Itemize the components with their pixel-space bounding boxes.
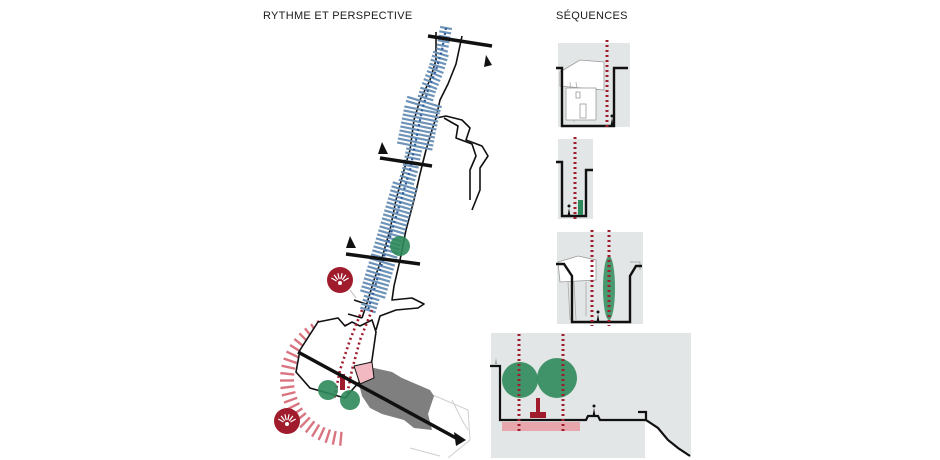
blue-dotted-axis	[366, 27, 448, 311]
street-outline	[347, 32, 489, 331]
hatch-stroke	[398, 133, 435, 143]
hatch-stroke	[398, 178, 415, 186]
hatch-stroke	[360, 306, 376, 314]
hatch-stroke	[280, 415, 286, 422]
hatch-stroke	[331, 277, 337, 282]
hatch-stroke	[437, 39, 450, 44]
plaza-outline	[295, 317, 377, 399]
hatch-stroke	[397, 137, 434, 147]
eye-viewpoint-icon	[327, 267, 357, 299]
person-silhouette-icon	[596, 310, 600, 322]
hatch-stroke	[361, 285, 387, 295]
hatch-stroke	[406, 95, 442, 109]
hatch-stroke	[402, 113, 439, 123]
hatch-stroke	[281, 390, 296, 397]
hatch-stroke	[280, 371, 295, 376]
hatch-stroke	[392, 181, 418, 191]
hatch-stroke	[284, 414, 287, 421]
person-silhouette-icon	[567, 204, 571, 216]
hatch-stroke	[283, 357, 298, 365]
hatch-stroke	[420, 86, 436, 94]
hatch-stroke	[404, 155, 421, 161]
hatch-stroke	[403, 109, 440, 119]
hatch-stroke	[337, 273, 340, 280]
red-dotted-axis	[332, 309, 374, 401]
hatch-stroke	[283, 396, 298, 404]
tree-icon	[390, 236, 410, 256]
hatch-stroke	[281, 364, 296, 370]
tree-icon	[578, 200, 583, 215]
person-silhouette-icon	[610, 114, 614, 126]
hatch-stroke	[385, 205, 411, 215]
tree-icon	[603, 256, 615, 320]
hatch-stroke	[290, 418, 296, 423]
section-sequence-2	[556, 137, 593, 220]
hatch-stroke	[362, 281, 388, 291]
sections-heading: SÉQUENCES	[556, 10, 628, 22]
hatch-stroke	[341, 274, 347, 281]
hatch-stroke	[361, 302, 378, 310]
hatch-stroke	[417, 94, 434, 102]
hatch-stroke	[333, 274, 339, 281]
red-marker	[536, 398, 540, 416]
hatch-stroke	[310, 423, 321, 438]
hatch-stroke	[418, 90, 435, 98]
hatch-stroke	[278, 418, 284, 423]
hatch-stroke	[331, 430, 337, 445]
hatch-stroke	[384, 209, 410, 219]
hatch-stroke	[426, 70, 443, 78]
hatch-stroke	[402, 163, 419, 169]
hatch-stroke	[386, 201, 412, 211]
hatch-stroke	[429, 62, 446, 70]
tree-icon	[537, 358, 577, 398]
hatch-stroke	[364, 273, 391, 283]
section-sequence-3	[556, 230, 643, 326]
hatch-stroke	[372, 249, 398, 259]
tree-icon	[340, 390, 360, 410]
section-sequence-4	[490, 333, 691, 458]
blue-rhythm-hatching	[360, 25, 453, 314]
hatch-stroke	[401, 117, 438, 127]
hatch-stroke	[428, 66, 444, 74]
hatch-stroke	[340, 273, 343, 280]
tree-icon	[318, 380, 338, 400]
eye-viewpoint-icon	[274, 408, 300, 434]
hatch-stroke	[280, 385, 295, 390]
plan-heading: RYTHME ET PERSPECTIVE	[263, 10, 413, 22]
hatch-stroke	[362, 298, 379, 306]
hatch-stroke	[299, 416, 311, 429]
hatch-stroke	[287, 414, 290, 421]
hatch-stroke	[363, 277, 390, 287]
hatch-stroke	[288, 415, 294, 422]
hatch-stroke	[343, 277, 349, 282]
hatch-stroke	[436, 43, 449, 48]
red-marker	[340, 374, 345, 390]
hatch-stroke	[379, 225, 405, 235]
hatch-stroke	[324, 429, 332, 444]
hatch-stroke	[285, 350, 300, 359]
hatch-stroke	[368, 261, 394, 271]
hatch-stroke	[391, 185, 417, 195]
hatch-stroke	[439, 30, 452, 35]
hatch-stroke	[435, 47, 449, 53]
section-cut-lines	[297, 34, 493, 440]
hatch-stroke	[304, 420, 316, 434]
hatch-stroke	[430, 58, 447, 66]
pink-pavilion	[353, 361, 375, 385]
person-silhouette-icon	[495, 358, 497, 364]
section-sequence-1	[556, 40, 630, 128]
site-plan	[274, 25, 493, 459]
hatch-stroke	[396, 141, 433, 151]
hatch-stroke	[317, 426, 326, 441]
hatch-stroke	[339, 431, 343, 446]
person-silhouette-icon	[592, 404, 596, 416]
section-arrow-icon	[346, 55, 492, 446]
